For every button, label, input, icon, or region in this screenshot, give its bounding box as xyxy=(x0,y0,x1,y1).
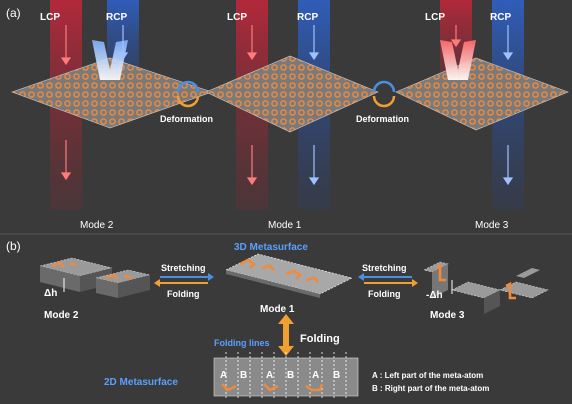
folding-lines-label: Folding lines xyxy=(214,338,270,348)
letter-a: A xyxy=(266,370,273,381)
mode1-b-label: Mode 1 xyxy=(260,304,295,315)
mode1-label: Mode 1 xyxy=(268,220,302,231)
delta-h-minus: -Δh xyxy=(426,290,443,301)
mode2-b-label: Mode 2 xyxy=(44,310,79,321)
title-2d-metasurface: 2D Metasurface xyxy=(104,377,178,388)
rcp-label: RCP xyxy=(490,12,511,23)
letter-b: B xyxy=(333,370,340,381)
mode3-b-label: Mode 3 xyxy=(430,310,465,321)
delta-h-plus: Δh xyxy=(44,288,57,299)
mode2-label: Mode 2 xyxy=(80,220,114,231)
stretch-fold-left: Stretching Folding xyxy=(154,263,214,299)
cycle-arrow-icon xyxy=(372,80,396,93)
metasurface-plate xyxy=(395,57,569,131)
cycle-arrow-icon xyxy=(176,80,200,93)
mode3-illustration: LCP RCP Mode 3 xyxy=(395,0,569,231)
metasurface-plate xyxy=(205,55,379,133)
mode2-structure: Δh Mode 2 xyxy=(39,257,151,321)
mode1-structure: Mode 1 xyxy=(225,253,353,315)
rcp-arrows xyxy=(117,25,129,61)
meta-atom-shapes xyxy=(221,383,324,392)
title-3d-metasurface: 3D Metasurface xyxy=(234,242,308,253)
lcp-label: LCP xyxy=(227,12,247,23)
letter-b: B xyxy=(287,370,294,381)
folding-double-arrow: Folding xyxy=(278,314,340,356)
rcp-label: RCP xyxy=(106,12,127,23)
folding-label-right: Folding xyxy=(368,289,401,299)
lcp-arrows xyxy=(60,25,72,181)
panel-a-label: (a) xyxy=(6,6,21,20)
folding-action-label: Folding xyxy=(300,333,340,345)
mode3-label: Mode 3 xyxy=(475,220,509,231)
rcp-label: RCP xyxy=(297,12,318,23)
panel-b-label: (b) xyxy=(6,239,21,253)
mode2-illustration: LCP RCP Mode 2 xyxy=(11,0,213,231)
deformation-switch-left: Deformation xyxy=(160,80,213,124)
letter-a: A xyxy=(312,370,319,381)
mode1-illustration: LCP RCP Mode 1 xyxy=(205,0,379,231)
reflected-lcp-v xyxy=(440,40,476,80)
mode3-structure: -Δh Mode 3 xyxy=(423,261,549,321)
deformation-label-left: Deformation xyxy=(160,114,213,124)
letter-a: A xyxy=(220,370,227,381)
stretching-label-right: Stretching xyxy=(362,263,407,273)
reflected-rcp-v xyxy=(92,40,128,80)
legend-a: A : Left part of the meta-atom xyxy=(372,371,483,380)
stretch-fold-right: Stretching Folding xyxy=(358,263,418,299)
legend-b: B : Right part of the meta-atom xyxy=(372,384,489,393)
lcp-label: LCP xyxy=(40,12,60,23)
stretching-label-left: Stretching xyxy=(161,263,206,273)
deformation-label-right: Deformation xyxy=(356,114,409,124)
metasurface-2d: A B A B A B xyxy=(213,352,359,400)
folding-line-marks xyxy=(225,352,347,400)
letter-b: B xyxy=(240,370,247,381)
folding-label-left: Folding xyxy=(167,289,200,299)
lcp-label: LCP xyxy=(425,12,445,23)
deformation-switch-right: Deformation xyxy=(356,80,409,124)
